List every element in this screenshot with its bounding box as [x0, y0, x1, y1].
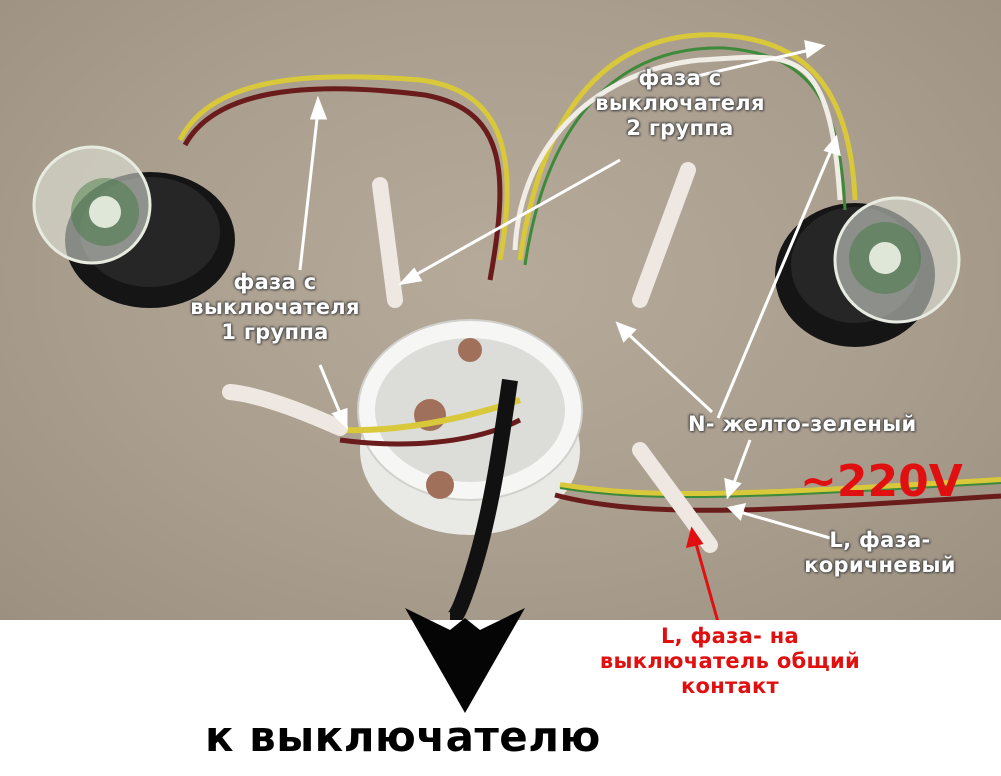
label-phase-group1: фаза с выключателя 1 группа: [190, 270, 360, 345]
wiring-photo: фаза с выключателя 2 группа фаза с выклю…: [0, 0, 1001, 620]
wire-left-yellow: [177, 74, 510, 261]
right-lamp: [775, 196, 961, 347]
insulation-sleeve-top-left: [372, 177, 403, 308]
arrow-down-icon: [405, 608, 525, 713]
label-neutral: N- желто-зеленый: [688, 412, 917, 436]
annotation-arrows: [298, 40, 841, 540]
wire-left-brown: [182, 86, 503, 281]
wire-supply-green: [559, 482, 1001, 499]
wiring-scene: [32, 32, 1001, 620]
insulation-sleeve-bottom-right: [632, 442, 718, 553]
left-lamp: [32, 145, 235, 308]
insulation-sleeve-left: [222, 384, 348, 436]
wire-right-yellow: [517, 32, 858, 261]
insulation-sleeve-top-right: [632, 162, 696, 308]
label-to-switch: к выключателю: [205, 712, 601, 761]
label-voltage: ~220V: [800, 456, 963, 507]
wire-right-white: [512, 54, 843, 251]
label-live-switch: L, фаза- на выключатель общий контакт: [599, 624, 861, 699]
wire-supply-yellow: [559, 477, 1001, 498]
red-annotation-arrow: [685, 526, 719, 620]
junction-box: [357, 319, 583, 535]
switch-cable: [446, 378, 518, 620]
label-live-brown: L, фаза- коричневый: [804, 528, 956, 578]
label-phase-group2: фаза с выключателя 2 группа: [595, 66, 765, 141]
